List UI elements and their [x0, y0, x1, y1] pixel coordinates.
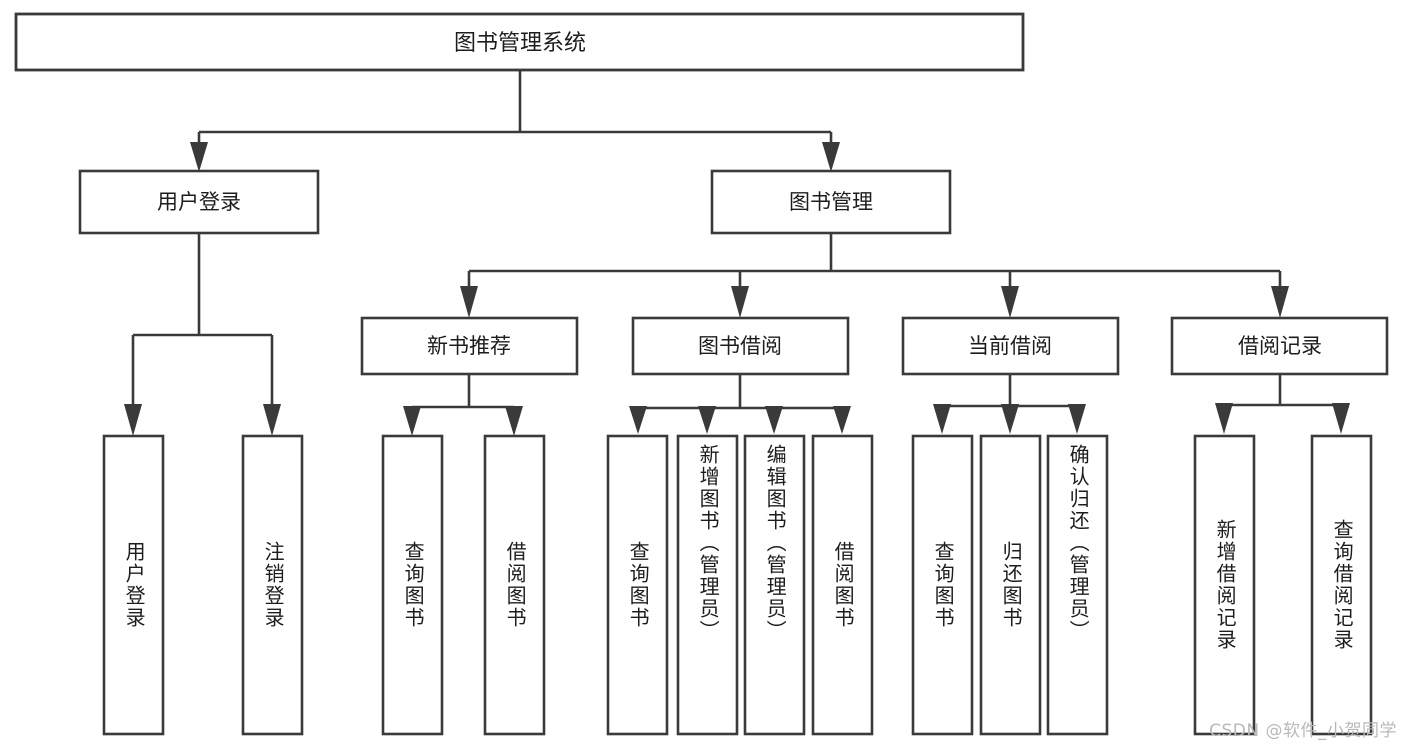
- arrowhead-borrow-record: [1271, 286, 1289, 318]
- node-leaf-user-login[interactable]: [102, 434, 165, 736]
- node-book-management-label: 图书管理: [789, 190, 873, 214]
- node-book-management[interactable]: [710, 169, 952, 235]
- node-leaf-query-book-2[interactable]: [606, 434, 669, 736]
- node-new-book-recommend[interactable]: [360, 316, 579, 376]
- arrowhead-leaf-query-book-2: [629, 406, 647, 434]
- arrowhead-book-management: [822, 142, 840, 172]
- arrowhead-leaf-query-book-3: [933, 404, 951, 434]
- node-current-borrow[interactable]: [901, 316, 1120, 376]
- node-book-borrow[interactable]: [631, 316, 850, 376]
- arrowhead-leaf-return-book: [1001, 404, 1019, 434]
- node-leaf-confirm-return[interactable]: [1046, 434, 1109, 736]
- arrowhead-current-borrow: [1001, 286, 1019, 318]
- node-leaf-add-record[interactable]: [1193, 434, 1256, 736]
- arrowhead-leaf-borrow-book-2: [833, 406, 851, 434]
- node-root-book-management-system[interactable]: [14, 12, 1025, 72]
- connector-layer: [124, 70, 1350, 436]
- node-leaf-query-book-1[interactable]: [381, 434, 444, 736]
- node-leaf-query-book-3[interactable]: [911, 434, 974, 736]
- node-leaf-borrow-book-2[interactable]: [811, 434, 874, 736]
- node-leaf-query-record[interactable]: [1310, 434, 1373, 736]
- arrowhead-leaf-user-logout: [263, 404, 281, 436]
- node-layer: 图书管理系统 用户登录 图书管理 新书推荐 图书借阅 当前借阅 借阅记录: [14, 12, 1389, 736]
- node-root-label: 图书管理系统: [454, 31, 586, 56]
- node-borrow-record-label: 借阅记录: [1238, 334, 1322, 358]
- node-borrow-record[interactable]: [1170, 316, 1389, 376]
- arrowhead-leaf-user-login: [124, 404, 142, 436]
- node-new-book-recommend-label: 新书推荐: [427, 334, 511, 358]
- arrowhead-leaf-confirm-return: [1068, 404, 1086, 434]
- arrowhead-leaf-add-book: [698, 406, 716, 434]
- csdn-watermark: CSDN @软件_小贺同学: [1209, 721, 1397, 741]
- arrowhead-leaf-add-record: [1215, 403, 1233, 434]
- arrowhead-leaf-query-book-1: [403, 406, 421, 436]
- arrowhead-book-borrow: [731, 286, 749, 318]
- node-book-borrow-label: 图书借阅: [698, 334, 782, 358]
- node-leaf-edit-book[interactable]: [743, 434, 806, 736]
- node-user-login-label: 用户登录: [157, 190, 241, 214]
- arrowhead-leaf-query-record: [1332, 403, 1350, 434]
- arrowhead-leaf-edit-book: [765, 406, 783, 434]
- node-leaf-borrow-book-1[interactable]: [483, 434, 546, 736]
- node-leaf-add-book[interactable]: [676, 434, 739, 736]
- node-leaf-user-logout[interactable]: [241, 434, 304, 736]
- node-user-login[interactable]: [78, 169, 320, 235]
- node-current-borrow-label: 当前借阅: [968, 334, 1052, 358]
- arrowhead-new-book-recommend: [460, 286, 478, 318]
- arrowhead-leaf-borrow-book-1: [505, 406, 523, 436]
- arrowhead-user-login: [190, 142, 208, 172]
- node-leaf-return-book[interactable]: [979, 434, 1042, 736]
